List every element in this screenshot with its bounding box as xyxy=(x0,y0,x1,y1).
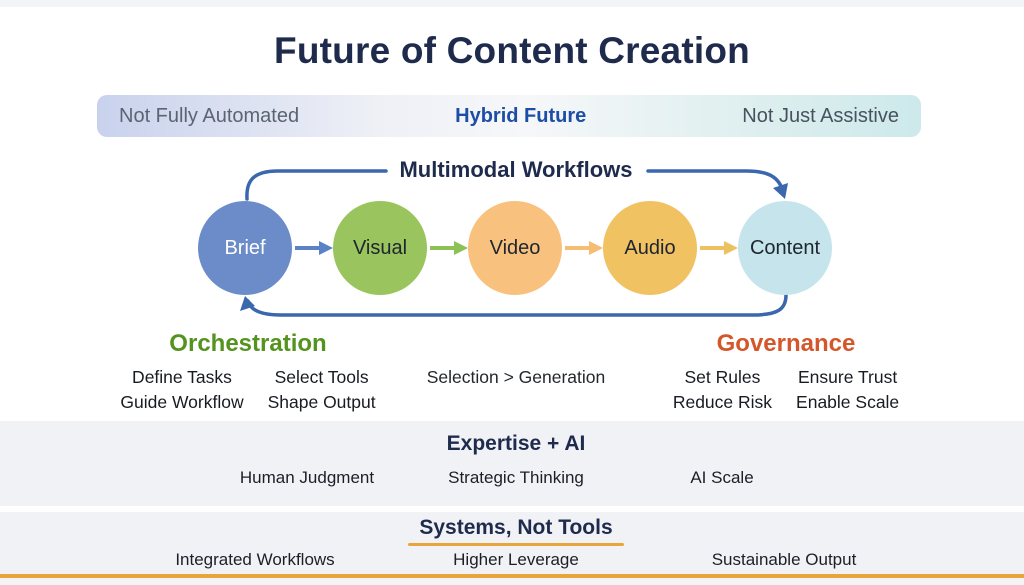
orchestration-items: Define Tasks Select Tools Guide Workflow… xyxy=(120,366,375,414)
banner-center-label: Hybrid Future xyxy=(455,104,587,127)
arrow-audio-to-content xyxy=(700,241,738,255)
systems-band-title: Systems, Not Tools xyxy=(419,516,613,539)
orchestration-item: Select Tools xyxy=(274,367,369,387)
arrow-brief-to-visual xyxy=(295,241,333,255)
workflow-label: Multimodal Workflows xyxy=(393,157,639,183)
orchestration-item: Shape Output xyxy=(267,392,376,412)
workflow-node-brief: Brief xyxy=(198,201,292,295)
governance-block: Governance Set Rules Ensure Trust Reduce… xyxy=(673,330,899,414)
systems-band: Systems, Not Tools Integrated Workflows … xyxy=(0,512,1024,574)
loop-bottom-line xyxy=(246,293,788,317)
workflow-node-audio: Audio xyxy=(603,201,697,295)
arrow-video-to-audio xyxy=(565,241,603,255)
banner-left-label: Not Fully Automated xyxy=(119,104,300,127)
governance-item: Enable Scale xyxy=(796,392,900,412)
workflow-node-video: Video xyxy=(468,201,562,295)
node-label: Video xyxy=(489,236,541,259)
governance-item: Ensure Trust xyxy=(797,367,898,387)
loop-top-left-line xyxy=(245,169,388,201)
loop-bottom-arrowhead xyxy=(240,296,255,311)
systems-item: Sustainable Output xyxy=(711,550,857,569)
systems-title-underline xyxy=(408,543,624,546)
governance-item: Reduce Risk xyxy=(672,392,773,412)
governance-item: Set Rules xyxy=(684,367,761,387)
spectrum-banner: Not Fully Automated Hybrid Future Not Ju… xyxy=(97,95,921,137)
loop-top-right-line xyxy=(646,169,785,193)
workflow-node-content: Content xyxy=(738,201,832,295)
orchestration-item: Define Tasks xyxy=(132,367,232,387)
bottom-edge-strip xyxy=(0,578,1024,585)
page-title: Future of Content Creation xyxy=(274,30,750,71)
node-label: Visual xyxy=(352,236,408,259)
orchestration-block: Orchestration Define Tasks Select Tools … xyxy=(120,330,375,414)
expertise-item: Strategic Thinking xyxy=(448,468,584,487)
bottom-accent-rule xyxy=(0,574,1024,578)
orchestration-item: Guide Workflow xyxy=(120,392,244,412)
orchestration-title: Orchestration xyxy=(169,330,327,357)
selection-note: Selection > Generation xyxy=(426,367,606,387)
expertise-item: Human Judgment xyxy=(239,468,375,487)
expertise-item: AI Scale xyxy=(690,468,754,487)
node-label: Content xyxy=(749,236,821,259)
expertise-band: Expertise + AI Human Judgment Strategic … xyxy=(0,421,1024,506)
workflow-node-visual: Visual xyxy=(333,201,427,295)
systems-item: Integrated Workflows xyxy=(175,550,335,569)
top-edge-strip xyxy=(0,0,1024,7)
governance-items: Set Rules Ensure Trust Reduce Risk Enabl… xyxy=(673,366,899,414)
banner-right-label: Not Just Assistive xyxy=(742,104,899,127)
systems-item: Higher Leverage xyxy=(453,550,579,569)
expertise-band-title: Expertise + AI xyxy=(446,432,586,455)
node-label: Audio xyxy=(624,236,676,259)
node-label: Brief xyxy=(224,236,266,259)
arrow-visual-to-video xyxy=(430,241,468,255)
loop-top-arrowhead xyxy=(773,183,788,199)
governance-title: Governance xyxy=(716,330,856,357)
